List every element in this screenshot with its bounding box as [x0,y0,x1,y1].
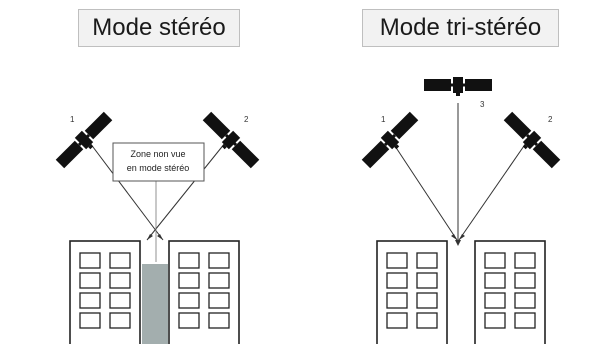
building-right-a [376,240,448,344]
stereo-mode-title: Mode stéréo [78,9,240,47]
satellite-icon [199,110,261,172]
satellite-icon [500,110,562,172]
callout-line-1: Zone non vue [130,149,185,159]
satellite-icon [360,110,422,172]
satellite-label-2: 2 [548,115,553,124]
sight-line-sat2 [458,142,527,241]
tristereo-mode-title: Mode tri-stéréo [362,9,559,47]
satellite-icon [424,77,492,96]
satellite-label-1: 1 [381,115,386,124]
satellite-icon [54,110,116,172]
callout-line-2: en mode stéréo [127,163,190,173]
building-right-b [474,240,546,344]
callout-box [112,142,205,182]
building-left-a [69,240,141,344]
sight-line-sat1 [89,142,164,241]
satellite-label-3: 3 [480,100,485,109]
sight-line-sat2 [146,142,226,241]
unseen-zone [142,264,168,344]
satellite-label-1: 1 [70,115,75,124]
sight-line-sat1 [392,142,458,241]
building-left-b [168,240,240,344]
tristereo-panel: 1 2 3 [360,77,562,344]
satellite-label-2: 2 [244,115,249,124]
stereo-panel: 1 2 Zone non vue en mode stéréo [54,110,261,344]
